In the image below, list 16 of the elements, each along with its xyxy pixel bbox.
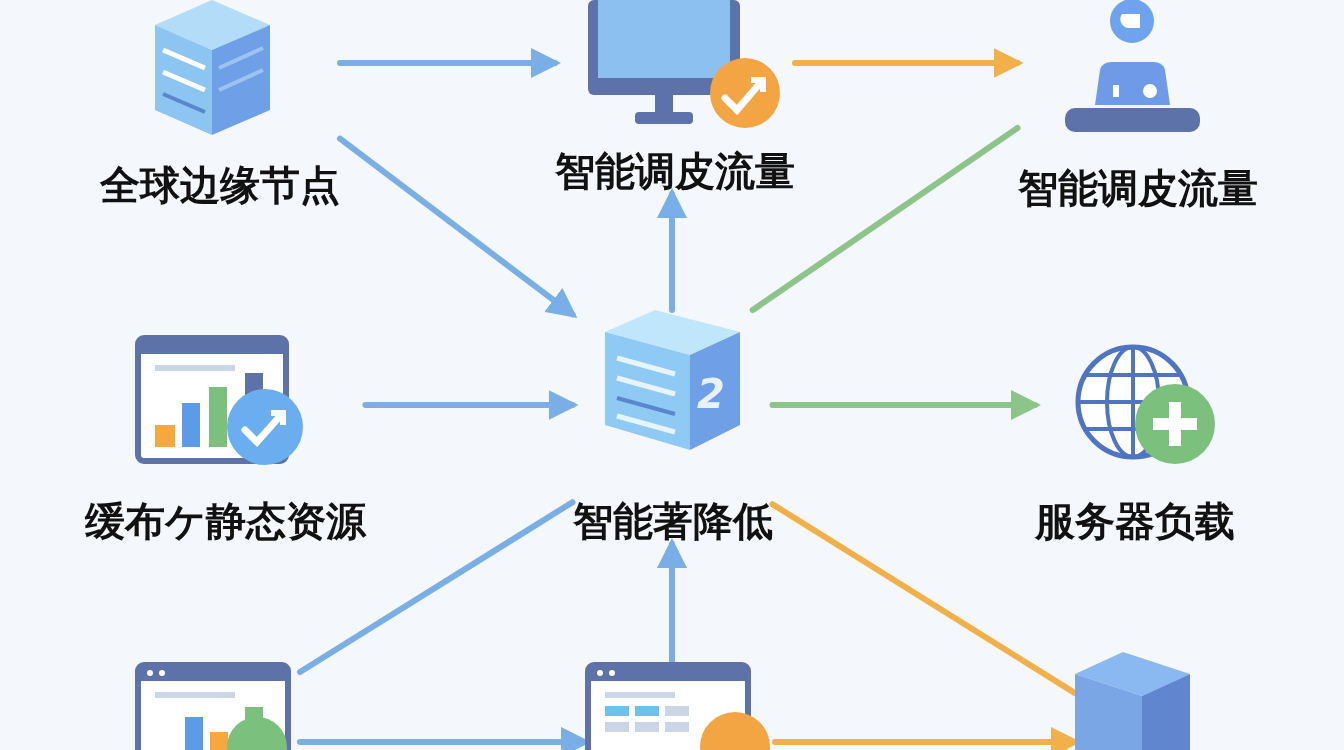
arrow [362, 390, 579, 420]
arrow [337, 135, 578, 319]
cube-number: 2 [697, 372, 725, 416]
node-label: 全球边缘节点 [100, 162, 340, 208]
arrow [337, 48, 561, 78]
arrow [657, 188, 687, 313]
node-label: 智能著降低 [572, 498, 773, 544]
connector-line [749, 124, 1021, 313]
node-label: 服务器负载 [1035, 498, 1235, 544]
node-label: 缓布ケ静态资源 [84, 498, 366, 544]
arrow [657, 538, 687, 665]
arrow [792, 48, 1024, 78]
node-label: 智能调皮流量 [555, 148, 795, 194]
node-label: 智能调皮流量 [1017, 165, 1258, 211]
connector-line [297, 499, 576, 675]
arrow [769, 390, 1041, 420]
